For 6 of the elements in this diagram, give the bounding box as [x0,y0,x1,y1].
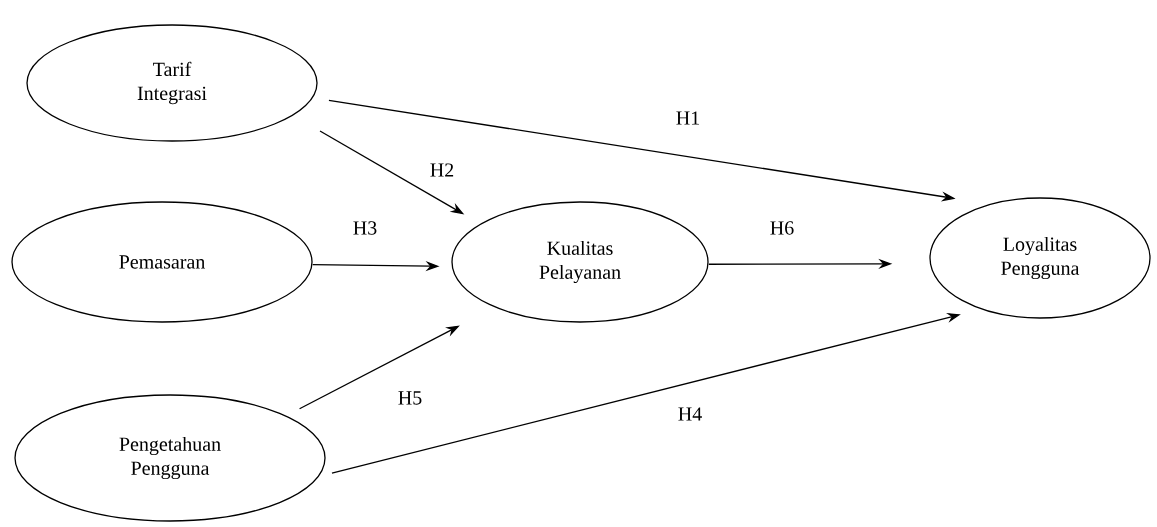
edge-label: H1 [676,111,699,125]
edge-label: H6 [770,221,794,235]
edge-label: H4 [678,407,702,421]
edge-label: H3 [353,221,377,235]
edge-label: H5 [398,391,422,405]
edge-label: H2 [430,163,454,177]
